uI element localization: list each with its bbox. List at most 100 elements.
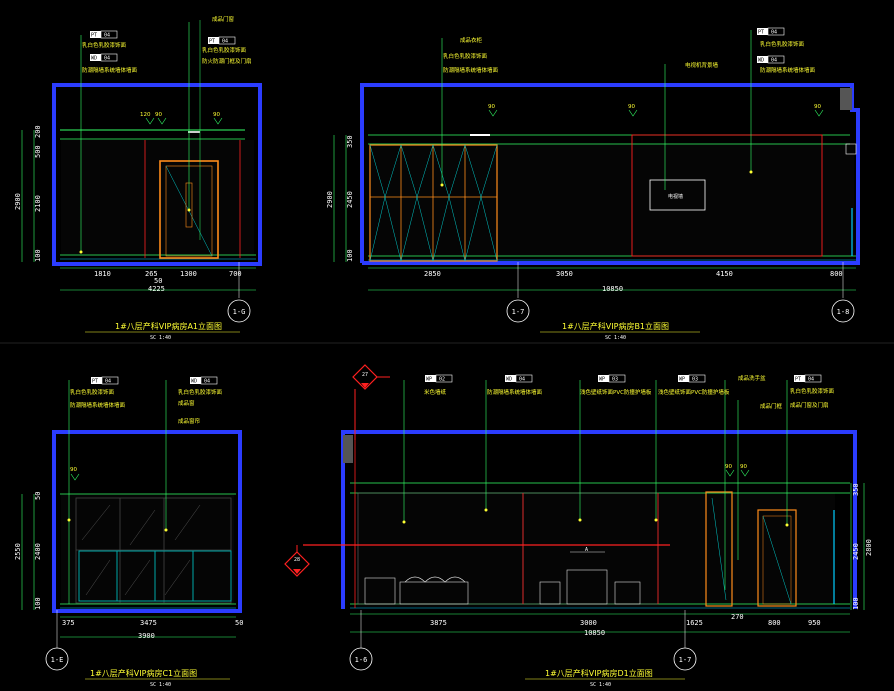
note-text: 成品门窗及门扇 [790, 401, 829, 409]
dim-vertical: 2100 [34, 195, 42, 212]
sub-label: A [585, 547, 588, 553]
material-tag: WD 04 [757, 55, 785, 64]
svg-text:WD: WD [758, 58, 764, 64]
note-text: 防潮隔墙系统墙体墙面 [760, 66, 816, 74]
svg-text:02: 02 [439, 377, 445, 383]
dim-vertical: 2800 [865, 539, 873, 556]
note-text: 防火防潮门框及门扇 [202, 57, 252, 65]
dim-total: 3900 [138, 632, 155, 640]
dim-vertical: 2900 [326, 191, 334, 208]
dim-vertical: 200 [34, 125, 42, 138]
note-text: 浅色壁纸饰面PVC防撞护墙板 [658, 388, 730, 396]
dim-horizontal: 375 [62, 619, 75, 627]
material-tag: PT 04 [794, 374, 822, 383]
drawing-scale: SC 1:40 [605, 335, 626, 341]
svg-text:28: 28 [294, 557, 300, 563]
section-mark-28: 28 [284, 545, 310, 577]
drawing-title: 1#八层产科VIP病房C1立面图 [90, 668, 197, 678]
dim-vertical: 2900 [14, 193, 22, 210]
note-text: 防潮隔墙系统墙体墙面 [487, 388, 543, 396]
material-tag: WD 04 [90, 53, 118, 62]
grid-bubble: 1-6 [355, 656, 368, 664]
note-text: 防潮隔墙系统墙体墙面 [82, 66, 138, 74]
svg-text:03: 03 [692, 377, 698, 383]
dim-horizontal: 3050 [556, 270, 573, 278]
svg-text:PT: PT [91, 33, 97, 39]
dim-vertical: 350 [852, 483, 860, 496]
material-tag: PT 04 [91, 376, 119, 385]
note-text: 乳白色乳胶漆饰面 [178, 388, 223, 396]
dim-total: 10850 [584, 629, 605, 637]
note-text: 防潮隔墙系统墙体墙面 [443, 66, 499, 74]
note-text: 乳白色乳胶漆饰面 [82, 41, 127, 49]
svg-text:04: 04 [104, 56, 110, 62]
svg-text:WD: WD [506, 377, 512, 383]
svg-text:04: 04 [771, 30, 777, 36]
svg-text:WD: WD [91, 56, 97, 62]
svg-text:04: 04 [105, 379, 111, 385]
svg-text:PT: PT [758, 30, 764, 36]
drawing-title: 1#八层产科VIP病房D1立面图 [545, 668, 653, 678]
note-text: 浅色壁纸饰面PVC防撞护墙板 [580, 388, 652, 396]
dim-horizontal: 800 [830, 270, 843, 278]
grid-bubble: 1-7 [679, 656, 692, 664]
note-text: 乳白色乳胶漆饰面 [70, 388, 115, 396]
svg-text:WD: WD [191, 379, 197, 385]
dim-horizontal: 50 [235, 619, 243, 627]
dim-horizontal: 3475 [140, 619, 157, 627]
elevation-a1: PT 04 乳白色乳胶漆饰面 WD 04 防潮隔墙系统墙体墙面 成品门窗 PT … [14, 15, 262, 341]
grid-bubble: 1-7 [512, 308, 525, 316]
dim-horizontal: 270 [731, 613, 744, 621]
note-text: 乳白色乳胶漆饰面 [202, 46, 247, 54]
svg-text:PT: PT [92, 379, 98, 385]
dim-vertical: 100 [346, 249, 354, 262]
svg-text:WP: WP [599, 377, 605, 383]
svg-text:WP: WP [426, 377, 432, 383]
grid-bubble: 1-8 [837, 308, 850, 316]
material-tag: PT 04 [208, 36, 236, 45]
note-text: 成品窗帘 [178, 417, 201, 425]
svg-text:04: 04 [222, 39, 228, 45]
dim-horizontal: 800 [768, 619, 781, 627]
dim-vertical: 2450 [346, 191, 354, 208]
level-mark: 90 [70, 467, 77, 473]
svg-text:04: 04 [771, 58, 777, 64]
dim-horizontal: 1300 [180, 270, 197, 278]
dim-horizontal: 50 [154, 277, 162, 285]
dim-horizontal: 1625 [686, 619, 703, 627]
svg-text:03: 03 [612, 377, 618, 383]
material-tag: WP 02 [425, 374, 453, 383]
material-tag: WP 03 [678, 374, 706, 383]
dim-total: 4225 [148, 285, 165, 293]
svg-text:04: 04 [519, 377, 525, 383]
note-text: 成品门框 [760, 402, 783, 410]
svg-text:PT: PT [209, 39, 215, 45]
level-mark: 90 [814, 104, 821, 110]
note-text: 成品洗手盆 [738, 374, 766, 382]
level-mark: 90 [740, 464, 747, 470]
dim-horizontal: 700 [229, 270, 242, 278]
dim-vertical: 100 [34, 597, 42, 610]
dim-horizontal: 2850 [424, 270, 441, 278]
material-tag: PT 04 [757, 27, 785, 36]
svg-text:04: 04 [808, 377, 814, 383]
material-tag: WD 04 [505, 374, 533, 383]
dim-vertical: 100 [852, 597, 860, 610]
dim-horizontal: 4150 [716, 270, 733, 278]
dim-horizontal: 3875 [430, 619, 447, 627]
note-text: 成品窗 [178, 399, 195, 407]
svg-text:04: 04 [104, 33, 110, 39]
svg-text:04: 04 [204, 379, 210, 385]
note-text: 成品门窗 [212, 15, 235, 23]
dim-vertical: 100 [34, 249, 42, 262]
note-text: 成品衣柜 [460, 36, 483, 44]
note-text: 乳白色乳胶漆饰面 [760, 40, 805, 48]
grid-bubble: 1-E [51, 656, 64, 664]
elevation-c1: PT 04 乳白色乳胶漆饰面 防潮隔墙系统墙体墙面 WD 04 乳白色乳胶漆饰面… [14, 376, 243, 688]
grid-bubble: 1-G [233, 308, 246, 316]
tv-label: 电视墙 [668, 193, 683, 200]
dim-vertical: 2400 [34, 543, 42, 560]
svg-text:PT: PT [795, 377, 801, 383]
drawing-scale: SC 1:40 [150, 682, 171, 688]
material-tag: PT 04 [90, 30, 118, 39]
